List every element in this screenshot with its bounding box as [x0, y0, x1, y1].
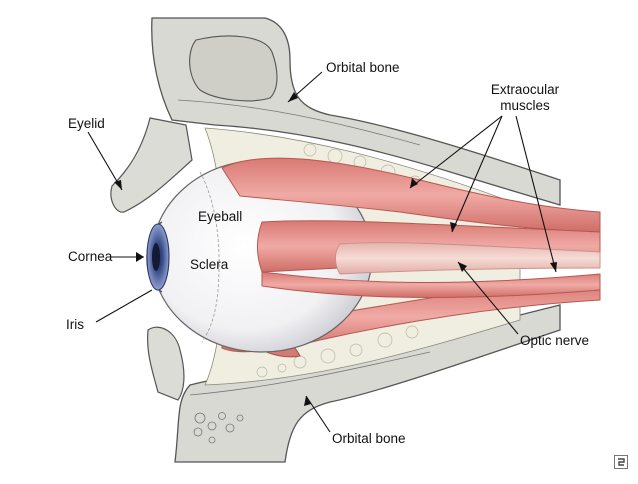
leader-extraocular-3 [515, 115, 557, 273]
upper-orbital-bone [151, 17, 561, 206]
leader-optic-nerve [457, 261, 519, 335]
leader-extraocular-2 [451, 115, 503, 233]
arrow-extraocular-3 [550, 262, 557, 272]
label-cornea: Cornea [68, 249, 113, 264]
leader-orbital-bone-bottom [305, 395, 331, 433]
arrow-orbital-bone-top [288, 92, 298, 102]
arrow-orbital-bone-bottom [304, 396, 311, 406]
arrow-extraocular-2 [450, 222, 457, 232]
corner-logo-icon [614, 455, 628, 469]
leader-eyelid [87, 131, 123, 191]
arrow-optic-nerve [458, 262, 467, 272]
label-eyeball: Eyeball [198, 209, 243, 224]
label-extraocular-line1: Extraocular [490, 82, 560, 97]
leader-iris [95, 289, 153, 323]
label-orbital-bone-bottom: Orbital bone [332, 431, 406, 446]
label-eyelid: Eyelid [68, 116, 105, 131]
arrow-eyelid [114, 180, 122, 190]
cornea-iris [146, 221, 170, 293]
superior-rectus-muscle [221, 157, 601, 233]
label-optic-nerve: Optic nerve [520, 333, 590, 348]
upper-eyelid [110, 117, 193, 213]
arrow-heads [114, 92, 557, 406]
arrow-cornea [136, 252, 144, 262]
lower-eyelid [147, 326, 185, 401]
lower-orbital-bone [174, 304, 561, 463]
optic-nerve-bundle [257, 220, 601, 299]
arrow-extraocular-1 [410, 178, 418, 188]
label-iris: Iris [66, 317, 84, 332]
leader-lines [87, 71, 557, 433]
label-extraocular-line2: muscles [500, 98, 550, 113]
label-sclera: Sclera [190, 257, 229, 272]
leader-extraocular-1 [409, 115, 503, 189]
label-orbital-bone-top: Orbital bone [326, 60, 400, 75]
